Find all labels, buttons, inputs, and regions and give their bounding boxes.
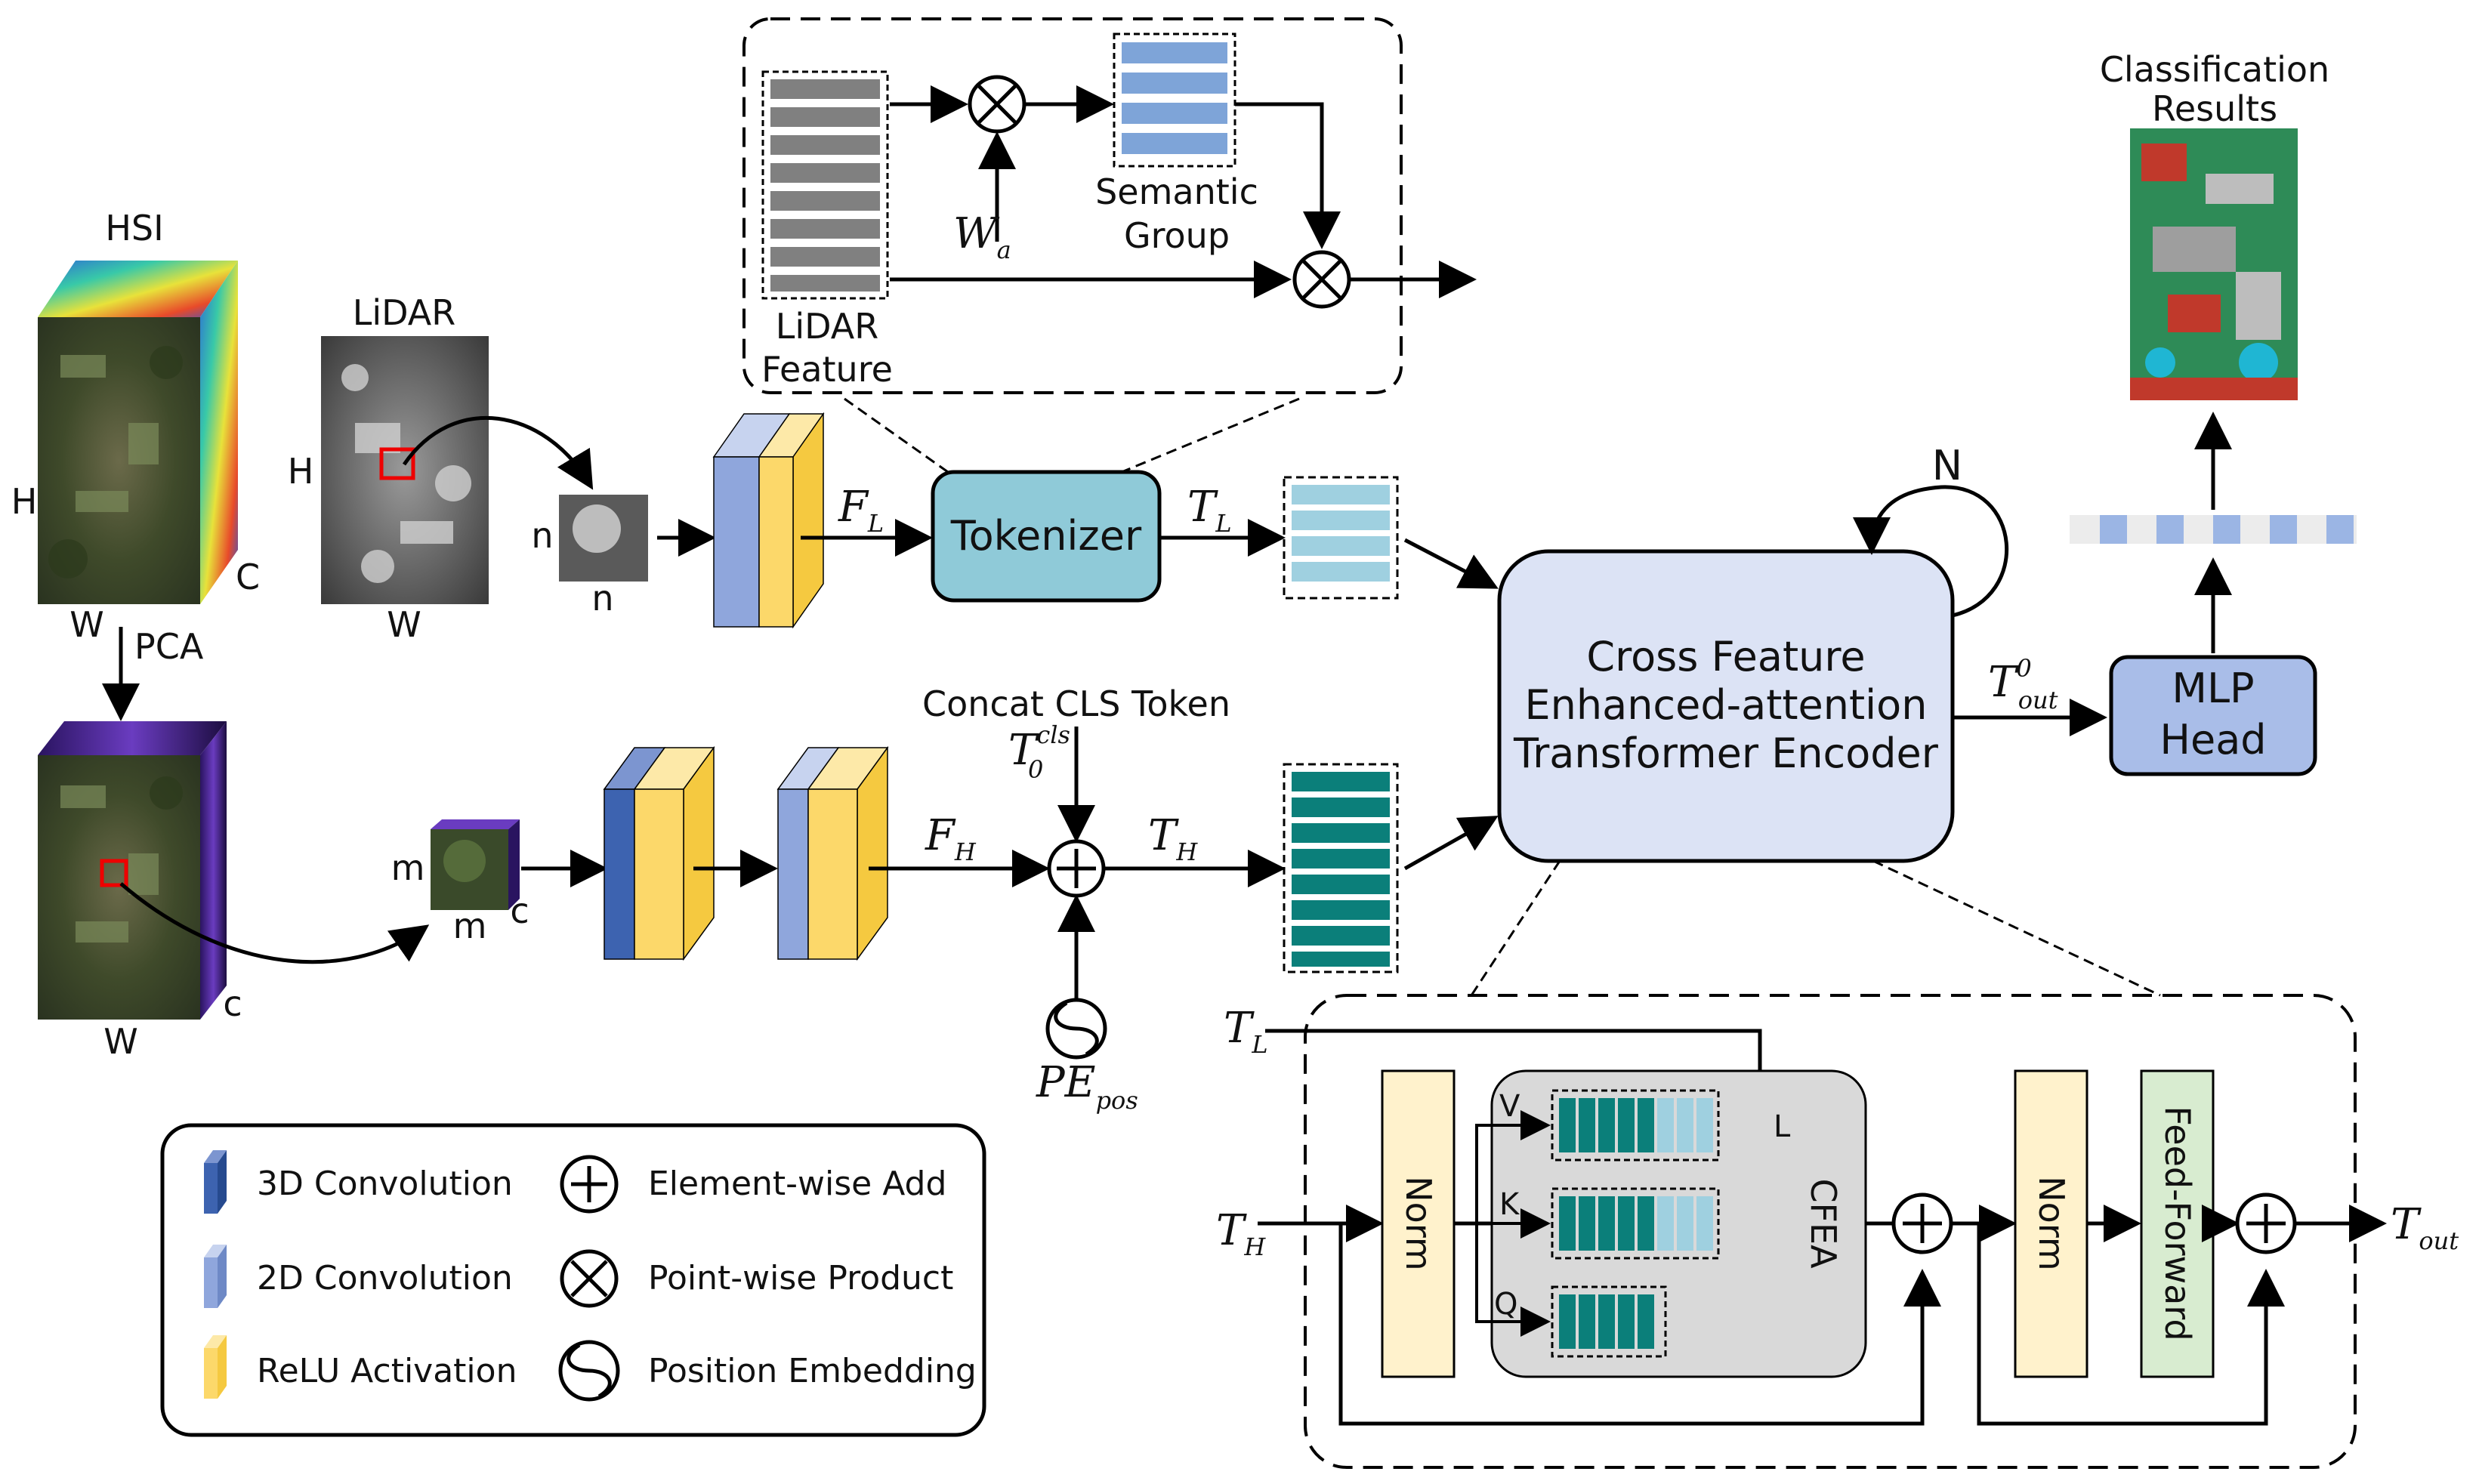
lidar-label: LiDAR <box>353 292 455 333</box>
tokenizer-detail-panel: LiDAR Feature Wa Semantic Group <box>742 17 1477 394</box>
th-tokens <box>1283 763 1399 973</box>
lidar-patch-arrow <box>402 416 594 490</box>
legend-product-label: Point-wise Product <box>648 1259 953 1297</box>
hsi-patch-dim-m-bottom: m <box>453 906 487 946</box>
lidar-dim-h: H <box>288 451 314 492</box>
encoder-label-2: Enhanced-attention <box>1525 681 1928 729</box>
legend-position-embedding-icon <box>558 1340 620 1402</box>
hsi-patch-marker <box>100 859 128 887</box>
tokenizer-label: Tokenizer <box>950 512 1142 560</box>
hsi-cube: HSI H W C <box>11 208 260 645</box>
hsi-patch-dim-m-left: m <box>391 847 425 888</box>
legend: 3D Convolution 2D Convolution ReLU Activ… <box>160 1123 986 1437</box>
legend-conv2d-swatch <box>204 1245 227 1308</box>
hsi-dim-h: H <box>11 481 38 522</box>
semantic-group-label-1: Semantic <box>1095 171 1258 212</box>
hsi-dim-w: W <box>69 604 103 645</box>
results-label-1: Classification <box>2100 49 2329 90</box>
lidar-image: LiDAR H W <box>288 292 489 645</box>
pca-label: PCA <box>134 626 204 667</box>
lidar-patch: n n <box>531 495 648 619</box>
mlp-head: MLP Head <box>2109 655 2317 776</box>
v-label: V <box>1499 1089 1520 1124</box>
legend-relu-swatch <box>204 1335 227 1399</box>
encoder-detail-panel: TL TH Norm CFEA V K Q L <box>1216 994 2459 1469</box>
detail-tl-label: TL <box>1224 1004 1268 1059</box>
repeat-loop-arrow <box>1853 485 2009 618</box>
hsi-conv2d-block <box>776 745 889 961</box>
hsi-dim-c: C <box>236 557 260 597</box>
output-token-strip <box>2070 515 2357 544</box>
pe-pos-label: PEpos <box>1036 1058 1138 1115</box>
k-label: K <box>1499 1187 1520 1222</box>
hsi-patch-dim-c: c <box>510 890 529 931</box>
tl-label: TL <box>1187 483 1232 538</box>
tout-label: Tout <box>2391 1200 2459 1255</box>
legend-conv3d-swatch <box>204 1150 227 1214</box>
arrow-tl-to-encoder <box>1403 538 1499 589</box>
results-label-2: Results <box>2152 88 2277 129</box>
cfea-label: CFEA <box>1803 1178 1844 1269</box>
lidar-dim-w: W <box>387 604 421 645</box>
classification-results: Classification Results <box>2100 49 2329 400</box>
mlp-label-2: Head <box>2159 716 2266 764</box>
hsi-label: HSI <box>105 208 163 248</box>
wa-label: Wa <box>953 209 1011 264</box>
pca-dim-c: c <box>223 983 242 1024</box>
legend-conv2d-label: 2D Convolution <box>257 1259 513 1297</box>
hsi-patch-arrow <box>119 882 430 964</box>
concat-cls-label: Concat CLS Token <box>922 683 1230 724</box>
lidar-patch-marker <box>379 447 415 480</box>
l-label: L <box>1774 1109 1791 1144</box>
mlp-label-1: MLP <box>2172 665 2254 712</box>
fh-label: FH <box>925 811 977 866</box>
feedforward-label: Feed-Forward <box>2157 1106 2198 1341</box>
repeat-n-label: N <box>1932 442 1962 489</box>
legend-add-label: Element-wise Add <box>648 1165 946 1203</box>
legend-pos-label: Position Embedding <box>648 1352 977 1390</box>
lidar-patch-dim-n-bottom: n <box>591 578 613 619</box>
hsi-patch: m m c <box>391 819 529 946</box>
semantic-group-label-2: Group <box>1124 215 1230 256</box>
encoder-block: Cross Feature Enhanced-attention Transfo… <box>1497 549 1955 863</box>
fl-label: FL <box>838 483 884 538</box>
encoder-label-1: Cross Feature <box>1586 633 1865 680</box>
hsi-conv3d-block <box>603 745 715 961</box>
detail-th-label: TH <box>1216 1206 1266 1261</box>
q-label: Q <box>1494 1287 1517 1322</box>
lidar-feature-label-2: Feature <box>761 349 893 390</box>
lidar-conv-block <box>712 412 825 629</box>
pca-dim-w: W <box>103 1021 137 1062</box>
th-label: TH <box>1148 811 1198 866</box>
pca-cube: W c <box>38 721 242 1062</box>
position-embedding-icon <box>1045 998 1107 1060</box>
tl-tokens <box>1283 476 1399 600</box>
encoder-label-3: Transformer Encoder <box>1513 730 1939 777</box>
norm-label-2: Norm <box>2031 1176 2072 1270</box>
legend-conv3d-label: 3D Convolution <box>257 1165 513 1203</box>
tokenizer-block: Tokenizer <box>931 470 1162 603</box>
norm-label-1: Norm <box>1398 1176 1439 1270</box>
lidar-patch-dim-n-left: n <box>531 515 553 556</box>
lidar-feature-label-1: LiDAR <box>776 306 878 347</box>
legend-relu-label: ReLU Activation <box>257 1352 517 1390</box>
